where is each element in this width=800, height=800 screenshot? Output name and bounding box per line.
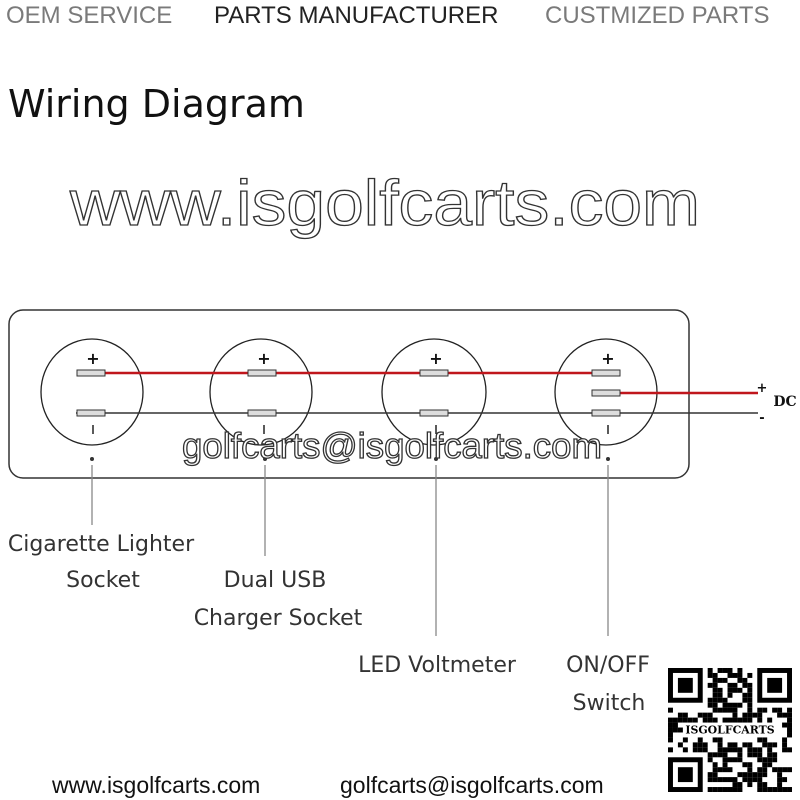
pin	[76, 369, 106, 377]
qr-logo-text: ISGOLFCARTS	[685, 723, 774, 736]
pin	[591, 409, 621, 417]
qr-code: ISGOLFCARTS	[668, 668, 792, 792]
usb-label-2: Charger Socket	[193, 606, 363, 631]
dc-label: DC	[773, 394, 796, 410]
cigarette-lighter-label-2: Socket	[66, 568, 140, 593]
header-oem-service: OEM SERVICE	[6, 2, 173, 29]
minus-markers	[92, 425, 609, 434]
terminal-dots	[90, 457, 610, 461]
pin	[591, 369, 621, 377]
leader-lines	[91, 465, 609, 636]
dc-plus-label: +	[757, 381, 768, 396]
usb-label-1: Dual USB	[223, 568, 327, 593]
usb-socket-circle	[209, 338, 313, 446]
voltmeter-label: LED Voltmeter	[358, 653, 516, 678]
pin	[247, 369, 277, 377]
page-title: Wiring Diagram	[8, 82, 305, 126]
cigarette-socket-circle	[40, 338, 144, 446]
dc-minus-label: -	[759, 411, 764, 426]
footer-email: golfcarts@isgolfcarts.com	[340, 772, 604, 798]
watermark-url: www.isgolfcarts.com	[69, 167, 700, 239]
pin	[247, 409, 277, 417]
plus-label: +	[429, 349, 442, 368]
footer-website: www.isgolfcarts.com	[52, 772, 261, 798]
pin	[419, 369, 449, 377]
header-customized-parts: CUSTMIZED PARTS	[545, 2, 770, 29]
cigarette-lighter-label-1: Cigarette Lighter	[7, 532, 195, 557]
switch-label-1: ON/OFF	[566, 653, 650, 678]
pin	[419, 409, 449, 417]
plus-label: +	[86, 349, 99, 368]
watermark-email: golfcarts@isgolfcarts.com	[182, 425, 602, 466]
header-parts-manufacturer: PARTS MANUFACTURER	[214, 2, 499, 29]
switch-label-2: Switch	[572, 691, 646, 716]
pin	[591, 389, 621, 397]
plus-label: +	[257, 349, 270, 368]
header-bar: OEM SERVICE PARTS MANUFACTURER CUSTMIZED…	[0, 0, 800, 32]
plus-label: +	[601, 349, 614, 368]
pin	[76, 409, 106, 417]
voltmeter-circle	[381, 338, 487, 446]
